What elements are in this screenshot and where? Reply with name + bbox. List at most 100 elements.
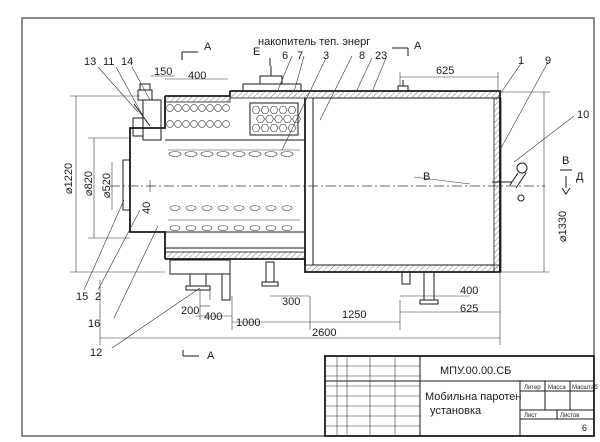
fire-tube <box>233 225 245 231</box>
callout-7: 7 <box>297 50 303 62</box>
economiser-tube <box>182 120 190 128</box>
bottom-supports <box>169 259 439 305</box>
callout-9: 9 <box>545 55 551 67</box>
page-number: 6 <box>582 423 587 433</box>
fire-tube <box>185 225 197 231</box>
callout-15: 15 <box>76 291 88 303</box>
leader-lines <box>83 55 575 349</box>
section-mark-a-bottom: А <box>207 350 215 362</box>
section-mark-a-top-right: А <box>414 40 422 52</box>
fire-tube <box>168 151 182 157</box>
fire-tube <box>217 225 229 231</box>
vessel-outline <box>122 90 502 273</box>
callout-11: 11 <box>103 56 114 68</box>
dim-1000: 1000 <box>236 317 260 329</box>
section-mark-d: Д <box>576 171 584 183</box>
callout-23: 23 <box>375 50 387 62</box>
callout-3: 3 <box>323 50 329 62</box>
economiser-tubes <box>166 104 230 128</box>
drawing-name-line1: Мобильна паротен <box>425 391 521 403</box>
callout-13: 13 <box>84 56 96 68</box>
callout-10: 10 <box>577 109 589 121</box>
fire-tube <box>169 225 181 231</box>
fire-tube <box>249 205 261 211</box>
fire-tube <box>249 225 261 231</box>
drawing-designation: МПУ.00.00.СБ <box>440 365 511 377</box>
storage-cell <box>283 115 292 123</box>
fire-tube <box>281 225 293 231</box>
storage-cell <box>265 115 274 123</box>
storage-cell <box>260 106 270 114</box>
economiser-tube <box>198 104 206 112</box>
economiser-tube <box>166 104 174 112</box>
storage-cell <box>278 124 288 132</box>
callout-labels: 13 11 14 6 7 3 8 23 накопитель теп. энер… <box>76 36 589 359</box>
storage-cell <box>287 124 297 132</box>
fire-tube <box>265 205 277 211</box>
storage-cell <box>278 106 288 114</box>
economiser-tube <box>214 120 222 128</box>
fire-tube <box>233 205 245 211</box>
fire-tube <box>265 225 277 231</box>
storage-cell <box>251 124 261 132</box>
col-sheet: Лист <box>524 413 537 419</box>
fire-tube <box>169 205 181 211</box>
dim-400-left: 400 <box>204 311 222 323</box>
economiser-tube <box>182 104 190 112</box>
callout-12: 12 <box>90 347 102 359</box>
economiser-tube <box>222 120 230 128</box>
section-mark-b-right: В <box>562 155 569 167</box>
fire-tube <box>216 151 230 157</box>
dim-1220: ⌀1220 <box>63 163 75 194</box>
economiser-tube <box>198 120 206 128</box>
economiser-tube <box>174 104 182 112</box>
flue-outlet <box>132 99 162 141</box>
storage-cell <box>274 115 283 123</box>
storage-cell <box>251 106 261 114</box>
economiser-tube <box>214 104 222 112</box>
economiser-tube <box>190 120 198 128</box>
callout-14: 14 <box>121 56 133 68</box>
section-mark-e: Е <box>253 46 260 58</box>
economiser-tube <box>174 120 182 128</box>
dim-1330: ⌀1330 <box>557 211 569 242</box>
fire-tube <box>201 205 213 211</box>
dim-1250: 1250 <box>342 309 366 321</box>
right-valve <box>492 162 528 202</box>
economiser-tube <box>190 104 198 112</box>
dim-150: 150 <box>154 66 172 78</box>
callout-1: 1 <box>518 55 524 67</box>
storage-label: накопитель теп. энерг <box>258 36 370 48</box>
storage-cell <box>260 124 270 132</box>
callout-16: 16 <box>88 318 100 330</box>
col-mass: Масса <box>548 385 566 391</box>
dim-2600: 2600 <box>312 327 336 339</box>
dim-300: 300 <box>282 296 300 308</box>
dim-200: 200 <box>181 305 199 317</box>
dimension-labels: 150 400 625 ⌀1220 ⌀820 ⌀520 40 ⌀1330 300… <box>63 65 569 339</box>
fire-tube <box>200 151 214 157</box>
economiser-tube <box>222 104 230 112</box>
title-block: МПУ.00.00.СБ Мобильна паротен установка … <box>324 355 598 437</box>
storage-cell <box>269 124 279 132</box>
callout-8: 8 <box>359 50 365 62</box>
fire-tubes <box>168 149 300 231</box>
economiser-tube <box>206 120 214 128</box>
storage-cell <box>256 115 265 123</box>
sheet-frame <box>21 17 595 437</box>
fire-tube <box>281 205 293 211</box>
section-mark-b-middle: В <box>423 171 430 183</box>
dim-625-top: 625 <box>436 65 454 77</box>
fire-tube <box>232 151 246 157</box>
fire-tube <box>184 151 198 157</box>
dim-400-top: 400 <box>188 70 206 82</box>
callout-2: 2 <box>95 291 101 303</box>
fire-tube <box>201 225 213 231</box>
economiser-tube <box>206 104 214 112</box>
col-sheets: Листов <box>560 413 580 419</box>
fire-tube <box>264 151 278 157</box>
dim-400-right: 400 <box>460 285 478 297</box>
dim-625-right: 625 <box>460 303 478 315</box>
storage-cell <box>269 106 279 114</box>
